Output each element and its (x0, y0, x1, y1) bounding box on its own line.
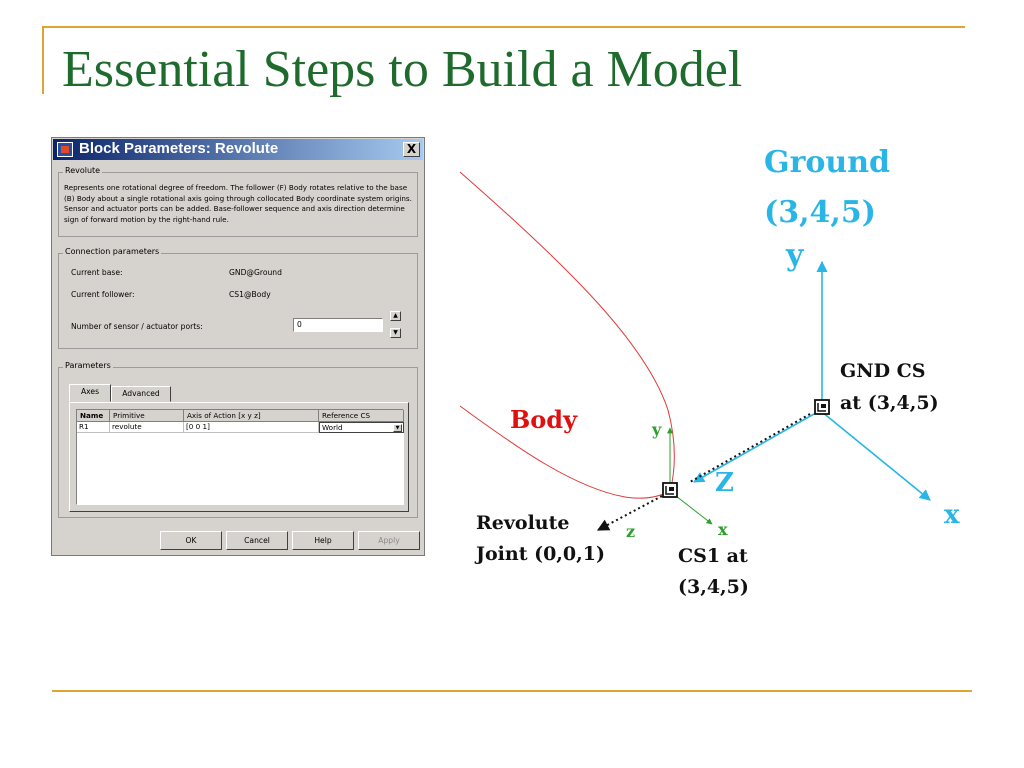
ports-spin-down-button[interactable]: ▼ (390, 328, 401, 338)
revolute-group-label: Revolute (63, 166, 103, 175)
left-rule (42, 26, 44, 94)
body-label: Body (510, 405, 578, 434)
column-header-axis[interactable]: Axis of Action [x y z] (184, 410, 319, 422)
body-curve-upper (459, 171, 675, 493)
help-button[interactable]: Help (292, 531, 354, 550)
table-cell-axis[interactable]: [0 0 1] (184, 422, 319, 433)
close-button[interactable]: X (403, 142, 420, 157)
cs1-z-axis-label: z (626, 522, 636, 541)
ok-button[interactable]: OK (160, 531, 222, 550)
ground-z-axis (693, 413, 815, 483)
slide-title: Essential Steps to Build a Model (62, 41, 743, 98)
cs1-label: CS1 at (678, 545, 748, 567)
body-curve-lower (459, 405, 669, 499)
simulink-app-icon (57, 142, 73, 157)
revolute-description: Represents one rotational degree of free… (64, 183, 412, 224)
column-header-name[interactable]: Name (77, 410, 110, 422)
ground-coords-label: (3,4,5) (764, 195, 876, 230)
reference-cs-dropdown[interactable]: World ▼ (319, 422, 404, 433)
parameters-group: Parameters Axes Advanced Name Primitive … (58, 361, 418, 518)
cs1-coords-label: (3,4,5) (678, 576, 749, 598)
current-base-value: GND@Ground (229, 268, 282, 277)
top-rule (42, 26, 965, 28)
gnd-cs-label: GND CS (840, 360, 926, 382)
tab-advanced[interactable]: Advanced (111, 386, 171, 402)
tab-strip: Axes Advanced (69, 384, 409, 406)
ports-spin-up-button[interactable]: ▲ (390, 311, 401, 321)
cs1-x-axis-label: x (718, 520, 728, 539)
ground-x-axis-label: x (944, 500, 960, 530)
current-base-label: Current base: (71, 268, 123, 277)
ground-z-axis-label: Z (715, 468, 734, 498)
dialog-title: Block Parameters: Revolute (79, 140, 279, 157)
cs1-x-axis (675, 495, 713, 525)
gnd-cs-marker-icon (814, 399, 830, 415)
current-follower-label: Current follower: (71, 290, 135, 299)
revolute-joint-axis (596, 495, 663, 531)
dropdown-arrow-icon[interactable]: ▼ (393, 424, 402, 432)
ports-label: Number of sensor / actuator ports: (71, 322, 203, 331)
ground-y-axis-label: y (786, 238, 804, 273)
table-cell-primitive[interactable]: revolute (110, 422, 184, 433)
cancel-button[interactable]: Cancel (226, 531, 288, 550)
bottom-rule (52, 690, 972, 692)
ground-label: Ground (764, 145, 891, 180)
joint-link-line (689, 413, 811, 483)
ground-x-axis (821, 411, 931, 501)
current-follower-value: CS1@Body (229, 290, 271, 299)
column-header-primitive[interactable]: Primitive (110, 410, 184, 422)
reference-cs-value: World (322, 423, 343, 432)
column-header-reference-cs[interactable]: Reference CS (319, 410, 404, 422)
ports-input[interactable]: 0 (293, 318, 383, 332)
connection-parameters-group: Connection parameters Current base: GND@… (58, 247, 418, 349)
cs1-marker-icon (662, 482, 678, 498)
tab-axes[interactable]: Axes (69, 384, 111, 402)
axes-tab-panel: Name Primitive Axis of Action [x y z] Re… (69, 402, 409, 512)
gnd-cs-at-label: at (3,4,5) (840, 392, 939, 414)
table-cell-name[interactable]: R1 (77, 422, 110, 433)
revolute-group: Revolute Represents one rotational degre… (58, 166, 418, 237)
connection-group-label: Connection parameters (63, 247, 162, 256)
cs1-y-axis-label: y (652, 420, 662, 439)
dialog-titlebar[interactable]: Block Parameters: Revolute X (53, 139, 423, 160)
block-parameters-dialog: Block Parameters: Revolute X Revolute Re… (51, 137, 425, 556)
primitives-table: Name Primitive Axis of Action [x y z] Re… (76, 409, 404, 505)
joint-axis-label: Joint (0,0,1) (476, 543, 605, 565)
revolute-label: Revolute (476, 512, 570, 534)
apply-button[interactable]: Apply (358, 531, 420, 550)
parameters-group-label: Parameters (63, 361, 113, 370)
